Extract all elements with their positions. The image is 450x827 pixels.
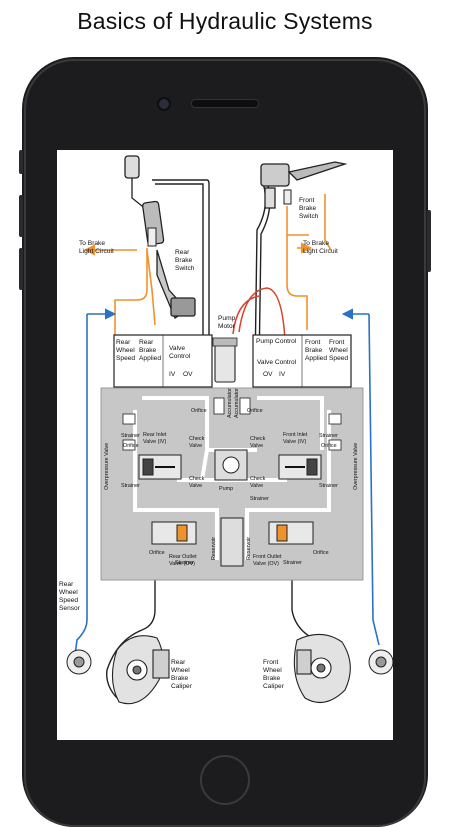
overpressure-valve-left-label: Overpressure Valve — [104, 443, 110, 490]
accumulator-label-1: Accumulator — [227, 388, 233, 418]
front-wheel-sensor-icon — [368, 649, 393, 675]
home-button[interactable] — [200, 755, 250, 805]
orifice-label-1: Orifice — [123, 443, 139, 449]
silent-switch — [19, 150, 23, 174]
rear-caliper-line — [106, 580, 156, 699]
front-brake-switch-icon — [283, 189, 292, 205]
check-valve-label-4: Check Valve — [250, 476, 267, 489]
front-brake-applied-box-label: Front Brake Applied — [305, 339, 327, 362]
front-outlet-valve-label: Front Outlet Valve (OV) — [253, 554, 283, 567]
strainer-label-1: Strainer — [121, 433, 140, 439]
front-inlet-valve-label: Front Inlet Valve (IV) — [283, 432, 309, 445]
rear-wheel-brake-caliper-label: Rear Wheel Brake Caliper — [171, 659, 193, 690]
orifice-label-5: Orifice — [149, 550, 165, 556]
front-wheel-brake-caliper-label: Front Wheel Brake Caliper — [263, 659, 285, 690]
check-valve-label-1: Check Valve — [189, 436, 206, 449]
front-wheel-speed-box-label: Front Wheel Speed — [329, 339, 350, 362]
pump-control-label: Pump Control — [256, 338, 297, 345]
pump-icon — [214, 449, 248, 481]
accumulator-label-2: Accumulator — [234, 388, 240, 418]
volume-up-button — [19, 195, 23, 237]
pump-motor-wires — [232, 287, 286, 341]
power-button — [427, 210, 431, 272]
iv-right-label: IV — [279, 371, 286, 378]
valve-control-left-label: Valve Control — [169, 345, 191, 360]
check-valve-label-3: Check Valve — [250, 436, 267, 449]
rear-inlet-valve-icon — [138, 454, 182, 480]
to-brake-light-left: To Brake Light Circuit — [79, 240, 114, 255]
rear-switch-wire — [114, 248, 148, 335]
orifice-label-4: Orifice — [247, 408, 263, 414]
rear-wheel-sensor-icon — [66, 649, 92, 675]
rear-brake-switch-icon — [147, 227, 157, 247]
rear-wheel-speed-box-label: Rear Wheel Speed — [116, 339, 137, 362]
pump-label: Pump — [219, 486, 233, 492]
screen: To Brake Light Circuit Rear Brake Switch… — [57, 150, 393, 740]
front-brake-switch-label: Front Brake Switch — [299, 197, 319, 220]
front-caliper-icon — [293, 633, 351, 704]
strainer-label-6: Strainer — [175, 560, 194, 566]
front-outlet-valve-icon — [268, 521, 314, 545]
reservoir-icon — [220, 517, 244, 567]
strainer-label-4: Strainer — [319, 483, 338, 489]
page-title: Basics of Hydraulic Systems — [77, 8, 373, 34]
check-valve-label-2: Check Valve — [189, 476, 206, 489]
strainer-label-3: Strainer — [319, 433, 338, 439]
pump-motor-label: Pump Motor — [218, 315, 237, 330]
ov-left-label: OV — [183, 371, 193, 378]
earpiece-speaker — [191, 99, 259, 108]
orifice-label-3: Orifice — [191, 408, 207, 414]
strainer-label-5: Strainer — [250, 496, 269, 502]
accumulator-icons — [122, 397, 342, 451]
rear-master-line — [152, 179, 210, 370]
front-brake-lever — [260, 161, 348, 209]
rear-brake-applied-box-label: Rear Brake Applied — [139, 339, 161, 362]
orifice-label-2: Orifice — [321, 443, 337, 449]
to-brake-light-right: To Brake Light Circuit — [303, 240, 338, 255]
rear-caliper-icon — [111, 635, 170, 705]
strainer-label-2: Strainer — [121, 483, 140, 489]
hydraulic-diagram: To Brake Light Circuit Rear Brake Switch… — [59, 155, 393, 705]
ov-right-label: OV — [263, 371, 273, 378]
orifice-label-6: Orifice — [313, 550, 329, 556]
rear-wheel-speed-sensor-label: Rear Wheel Speed Sensor — [59, 581, 81, 612]
front-inlet-valve-icon — [278, 454, 322, 480]
valve-control-right-label: Valve Control — [257, 359, 297, 366]
rear-brake-switch-label: Rear Brake Switch — [175, 249, 195, 272]
rear-outlet-valve-label: Rear Outlet Valve (OV) — [169, 554, 198, 567]
volume-down-button — [19, 248, 23, 290]
rear-outlet-valve-icon — [151, 521, 197, 545]
front-camera-icon — [157, 97, 171, 111]
rear-inlet-valve-label: Rear Inlet Valve (IV) — [143, 432, 168, 445]
reservoir-left-label: Reservoir — [211, 537, 217, 560]
iv-left-label: IV — [169, 371, 176, 378]
reservoir-right-label: Reservoir — [246, 537, 252, 560]
strainer-label-7: Strainer — [283, 560, 302, 566]
overpressure-valve-right-label: Overpressure Valve — [353, 443, 359, 490]
